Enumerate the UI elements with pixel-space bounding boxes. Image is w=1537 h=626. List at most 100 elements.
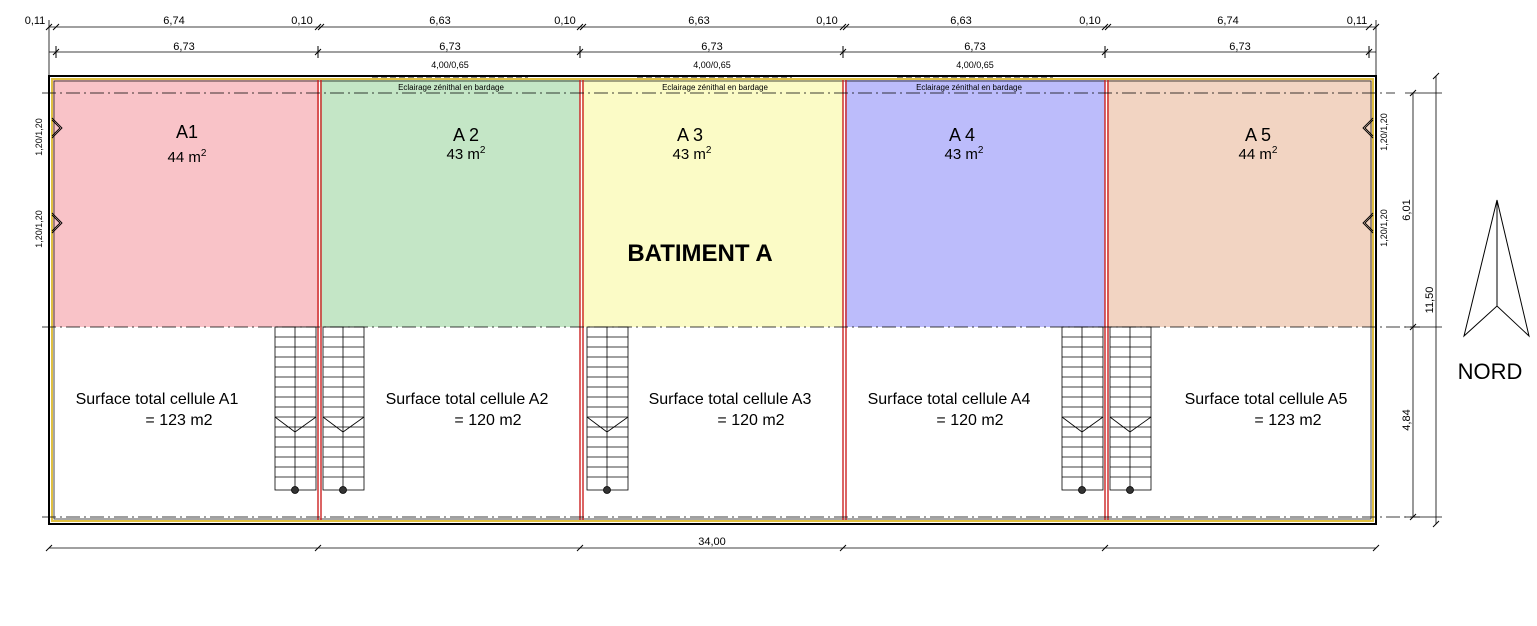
dim-cell-2: 6,73 [439, 41, 460, 53]
north-label: NORD [1458, 359, 1523, 384]
dim-tick [576, 544, 584, 552]
dim-top-0: 0,11 [25, 15, 46, 27]
stair [586, 326, 629, 494]
stair [274, 326, 317, 494]
dim-tick [842, 23, 850, 31]
dim-tick [317, 23, 325, 31]
dim-top-8: 0,10 [1079, 15, 1100, 27]
dim-cell-4: 6,73 [964, 41, 985, 53]
cell-a5-name: A 5 [1245, 125, 1271, 145]
dim-tick [1372, 544, 1380, 552]
dim-tick [1409, 513, 1417, 521]
cell-a5-surface-value: = 123 m2 [1254, 412, 1321, 429]
axis-lines [42, 92, 1420, 518]
stair-outline [1109, 326, 1152, 491]
door-dim-right-2: 1,20/1,20 [1379, 209, 1389, 247]
stair-outline [274, 326, 317, 491]
dim-cell-5: 6,73 [1229, 41, 1250, 53]
stair-arrow [322, 416, 344, 433]
dim-cell-1: 6,73 [173, 41, 194, 53]
stair [1061, 326, 1104, 494]
cell-a4-fill [845, 80, 1105, 327]
doors [51, 117, 1374, 234]
dim-tick [1432, 72, 1440, 80]
cell-a5-area: 44 m2 [1239, 145, 1278, 163]
cell-a1-fill [52, 80, 319, 327]
skylight-dim-2: 4,00/0,65 [693, 60, 731, 70]
door-dim-right-1: 1,20/1,20 [1379, 113, 1389, 151]
stair-arrow [342, 416, 365, 433]
stair-arrow [1081, 416, 1104, 433]
cell-a1-surface-value: = 123 m2 [145, 412, 212, 429]
cell-a3-name: A 3 [677, 125, 703, 145]
cell-a1-name: A1 [176, 122, 198, 142]
stair-arrow [1109, 416, 1131, 433]
skylight-label-2: Eclairage zénithal en bardage [662, 83, 768, 92]
stair-arrow [274, 416, 296, 433]
north-arrow-icon [1463, 199, 1530, 338]
cell-a4-surface: Surface total cellule A4 [868, 391, 1031, 408]
dim-top-9: 6,74 [1217, 15, 1238, 27]
dim-tick [52, 23, 60, 31]
outer-walls [48, 75, 1377, 525]
dim-right-upper: 6,01 [1401, 199, 1413, 220]
door-dim-left-2: 1,20/1,20 [34, 210, 44, 248]
stairs [274, 326, 1152, 494]
cell-a2-area: 43 m2 [447, 145, 486, 163]
dim-top-1: 6,74 [163, 15, 184, 27]
skylight-label-1: Eclairage zénithal en bardage [398, 83, 504, 92]
cell-a4-surface-value: = 120 m2 [936, 412, 1003, 429]
stair-post [603, 486, 611, 494]
stair-post [1078, 486, 1086, 494]
cell-a4-name: A 4 [949, 125, 975, 145]
dim-tick [1409, 89, 1417, 97]
cell-a2-name: A 2 [453, 125, 479, 145]
stair-outline [322, 326, 365, 491]
dim-tick [1101, 23, 1109, 31]
dim-top-4: 0,10 [554, 15, 575, 27]
dim-right-total: 11,50 [1424, 287, 1436, 314]
dimension-lines [48, 20, 1442, 549]
dim-top-7: 6,63 [950, 15, 971, 27]
dim-tick [1432, 520, 1440, 528]
dim-tick [1101, 544, 1109, 552]
stair-arrow [1129, 416, 1152, 433]
stair-arrow [1061, 416, 1083, 433]
cell-a1-surface: Surface total cellule A1 [76, 391, 239, 408]
dim-top-2: 0,10 [291, 15, 312, 27]
door-dim-left-1: 1,20/1,20 [34, 118, 44, 156]
skylight-label-3: Eclairage zénithal en bardage [916, 83, 1022, 92]
dim-tick [314, 23, 322, 31]
partition-walls [317, 80, 1109, 520]
dim-tick [576, 23, 584, 31]
stair-outline [586, 326, 629, 491]
skylight-dim-1: 4,00/0,65 [431, 60, 469, 70]
dimension-ticks [45, 23, 1440, 552]
cell-a2-surface-value: = 120 m2 [454, 412, 521, 429]
stair-post [1126, 486, 1134, 494]
stair-arrow [294, 416, 317, 433]
cell-fills [52, 80, 1373, 327]
cell-a3-fill [582, 80, 843, 327]
cell-a3-surface: Surface total cellule A3 [649, 391, 812, 408]
dim-tick [579, 23, 587, 31]
stair-post [339, 486, 347, 494]
dim-top-6: 0,10 [816, 15, 837, 27]
skylight-dim-3: 4,00/0,65 [956, 60, 994, 70]
dim-total-width: 34,00 [698, 536, 726, 548]
dim-tick [1409, 323, 1417, 331]
cell-a4-area: 43 m2 [945, 145, 984, 163]
cell-a1-area: 44 m2 [168, 148, 207, 166]
dim-tick [1372, 23, 1380, 31]
dim-tick [1365, 23, 1373, 31]
stair [322, 326, 365, 494]
cell-a2-surface: Surface total cellule A2 [386, 391, 549, 408]
dim-top-3: 6,63 [429, 15, 450, 27]
dim-tick [314, 544, 322, 552]
dim-right-lower: 4,84 [1401, 409, 1413, 430]
cell-a5-surface: Surface total cellule A5 [1185, 391, 1348, 408]
dim-cell-3: 6,73 [701, 41, 722, 53]
dim-tick [45, 23, 53, 31]
dim-tick [839, 23, 847, 31]
